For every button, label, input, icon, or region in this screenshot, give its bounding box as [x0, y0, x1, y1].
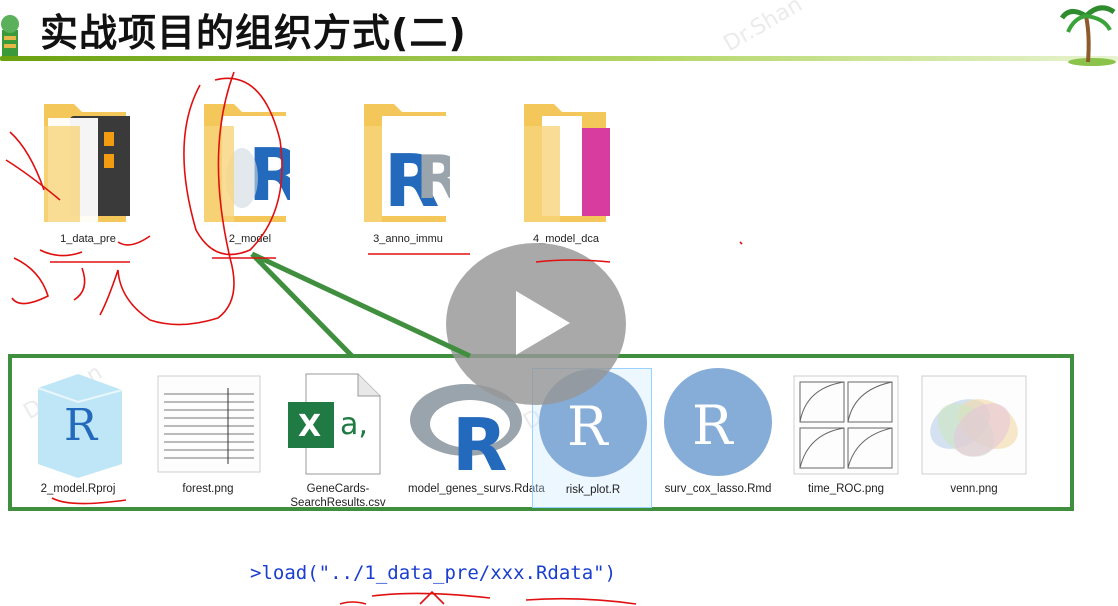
connector-line — [252, 254, 352, 356]
hand-drawn-annotations — [6, 72, 742, 604]
connector-line — [252, 254, 470, 356]
